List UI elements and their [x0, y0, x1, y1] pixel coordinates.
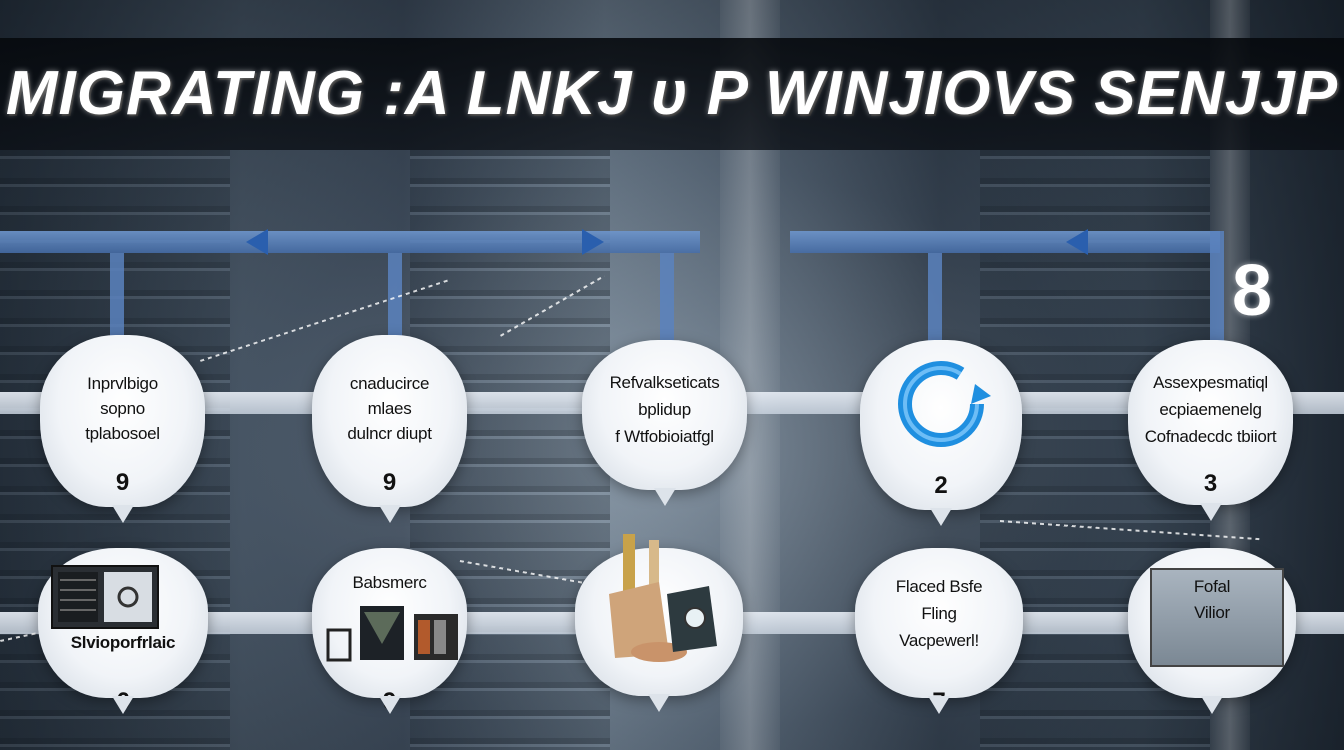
step-badge-top-4: 2 [860, 340, 1022, 526]
step-text: Flaced Bsfe [895, 577, 983, 596]
step-text: mlaes [367, 399, 412, 418]
connector-drop [110, 253, 124, 348]
panel-icon [1150, 568, 1284, 667]
refresh-ring-icon [898, 361, 991, 447]
step-text: Assexpesmatiql [1153, 373, 1268, 392]
step-text: Vilior [1194, 603, 1230, 622]
arrow-right-icon [582, 229, 604, 255]
step-number: 2 [934, 472, 948, 499]
page-title: MIGRATING :A LNKJ υ P WINJIOVS SENJJP [5, 59, 1339, 128]
connector-drop [928, 253, 942, 345]
step-badge-top-2: cnaducirce mlaes dulncr diupt 9 [312, 335, 467, 523]
step-text: sopno [100, 399, 145, 418]
step-number: 9 [382, 469, 397, 496]
step-text: bplidup [638, 400, 691, 419]
step-text: Cofnadecdc tbiiort [1144, 427, 1277, 446]
side-glyph: 8 [1232, 251, 1273, 331]
arrow-left-icon [246, 229, 268, 255]
step-badge-bottom-3 [575, 534, 743, 712]
step-text: Slvioporfrlaic [70, 633, 176, 652]
arrow-left-icon [1066, 229, 1088, 255]
step-text: Fling [921, 604, 957, 623]
step-number: 9 [115, 469, 130, 496]
step-badge-top-5: Assexpesmatiql ecpiaemenelg Cofnadecdc t… [1128, 340, 1293, 521]
step-text: Vacpewerl! [899, 631, 979, 650]
connector-bar [0, 231, 700, 253]
step-text: dulncr diupt [347, 424, 432, 443]
step-number: 6 [116, 688, 130, 715]
step-badge-top-1: Inprvlbigo sopno tplabosoel 9 [40, 335, 205, 523]
step-number: 3 [1203, 470, 1218, 497]
step-text: Inprvlbigo [87, 374, 158, 393]
paper-bag-icon [609, 534, 717, 662]
connector-drop [660, 253, 674, 345]
step-text: cnaducirce [349, 374, 430, 393]
step-text: Babsmerc [352, 573, 427, 592]
step-badge-bottom-5: Fofal Vilior [1128, 548, 1296, 714]
step-badge-bottom-4: Flaced Bsfe Fling Vacpewerl! 7 [855, 548, 1023, 715]
step-text: Fofal [1193, 577, 1231, 596]
step-number: 9 [382, 688, 397, 715]
step-text: Refvalkseticats [609, 373, 720, 392]
connector-drop [1210, 231, 1224, 341]
step-badge-bottom-2: Babsmerc 9 [312, 548, 467, 715]
monitor-icon [51, 565, 159, 629]
step-number: 7 [932, 688, 946, 715]
connector-bar [790, 231, 1220, 253]
step-badge-bottom-1: Slvioporfrlaic 6 [38, 548, 208, 715]
step-badge-top-3: Refvalkseticats bplidup f Wtfobioiatfgl [582, 340, 747, 506]
devices-icon [326, 606, 458, 662]
title-band [0, 38, 1344, 150]
step-text: ecpiaemenelg [1159, 400, 1262, 419]
step-text: f Wtfobioiatfgl [615, 427, 714, 446]
step-text: tplabosoel [85, 424, 160, 443]
